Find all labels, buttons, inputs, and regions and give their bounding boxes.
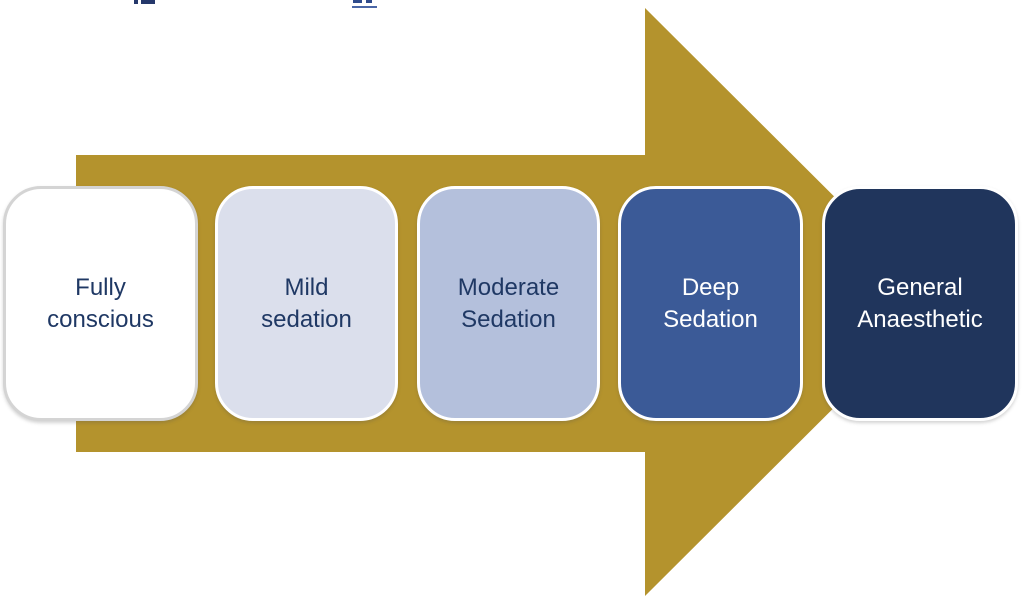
cropped-text-fragment-1: [134, 0, 156, 4]
cropped-glyph: [353, 0, 362, 3]
stage-label-line: conscious: [47, 305, 154, 333]
stage-label-line: Fully: [75, 273, 126, 301]
stage-box-mild-sedation: Mild sedation: [215, 186, 398, 421]
stage-box-deep-sedation: Deep Sedation: [618, 186, 803, 421]
cropped-hyperlink-fragment[interactable]: [352, 0, 377, 8]
stage-label-line: sedation: [261, 305, 352, 333]
hyperlink-underline: [352, 6, 377, 8]
stage-label-line: General: [877, 273, 963, 301]
stage-box-moderate-sedation: Moderate Sedation: [417, 186, 600, 421]
stage-box-fully-conscious: Fully conscious: [3, 186, 198, 421]
cropped-glyph: [141, 0, 155, 4]
stage-label-line: Moderate: [457, 273, 560, 301]
cropped-glyph: [366, 0, 372, 3]
stage-label-line: Mild: [284, 273, 329, 301]
stage-label-line: Anaesthetic: [857, 305, 983, 333]
cropped-glyph: [134, 0, 138, 4]
stage-box-general-anaesthetic: General Anaesthetic: [822, 186, 1018, 421]
stage-label-line: Deep: [681, 273, 740, 301]
stage-label-line: Sedation: [663, 305, 758, 333]
stage-label-line: Sedation: [461, 305, 556, 333]
